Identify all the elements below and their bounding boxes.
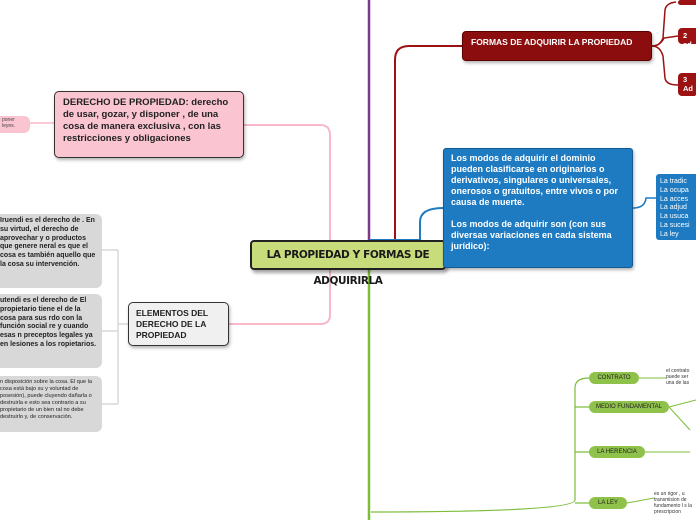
derecho-side-note[interactable]: poner leyes. — [0, 116, 30, 133]
modos-paragraph-2: Los modos de adquirir son (con sus diver… — [451, 219, 612, 251]
modo-item: La tradic — [660, 178, 687, 185]
forma-item-1[interactable] — [678, 0, 696, 5]
herencia-node[interactable]: LA HERENCIA — [589, 446, 645, 458]
modo-item: La usuca — [660, 213, 689, 221]
contrato-node[interactable]: CONTRATO — [589, 372, 639, 384]
forma-item-2[interactable]: 2 ad — [678, 28, 696, 44]
central-topic[interactable]: LA PROPIEDAD Y FORMAS DE ADQUIRIRLA — [250, 240, 446, 287]
forma-item-3[interactable]: 3 Ad grat — [678, 73, 696, 96]
ley-node[interactable]: LA LEY — [589, 497, 627, 509]
elementos-node[interactable]: ELEMENTOS DEL DERECHO DE LA PROPIEDAD — [128, 302, 229, 346]
modos-paragraph-1: Los modos de adquirir el dominio pueden … — [451, 153, 619, 207]
ius-fruendi-node[interactable]: Iruendi es el derecho de . En su virtud,… — [0, 214, 102, 288]
ius-utendi-node[interactable]: utendi es el derecho de El propietario t… — [0, 294, 102, 368]
modos-list-node[interactable]: La tradic La ocupa La acces La adjud La … — [656, 174, 696, 240]
ley-note[interactable]: es un rigor , u transmision de fundament… — [654, 491, 693, 515]
modo-item: La ley — [660, 230, 679, 238]
modo-item: La adjud — [660, 204, 687, 212]
modo-item: La acces — [660, 195, 689, 203]
modo-item: La ocupa — [660, 186, 689, 194]
derecho-propiedad-node[interactable]: DERECHO DE PROPIEDAD: derecho de usar, g… — [54, 91, 244, 158]
modo-item: La sucesi — [660, 221, 690, 229]
modos-adquirir-node[interactable]: Los modos de adquirir el dominio pueden … — [443, 148, 633, 268]
medio-fundamental-node[interactable]: MEDIO FUNDAMENTAL — [589, 401, 669, 413]
contrato-note[interactable]: el contrato puede ser una de las — [666, 368, 690, 386]
ius-abutendi-node[interactable]: n disposición sobre la cosa. El que la c… — [0, 376, 102, 432]
formas-adquirir-node[interactable]: FORMAS DE ADQUIRIR LA PROPIEDAD — [462, 31, 652, 61]
